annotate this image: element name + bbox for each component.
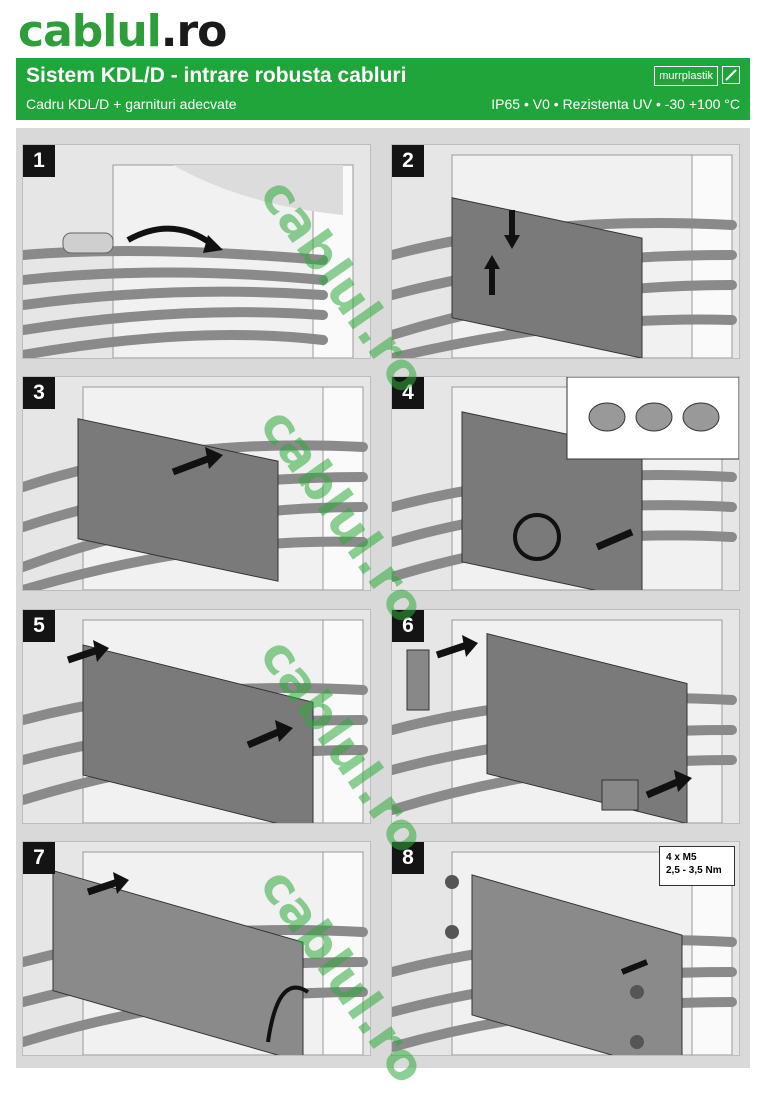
step-panel-1: 1 (22, 144, 371, 359)
screw-spec: 4 x M5 (666, 852, 697, 863)
cable-illustration-icon (23, 164, 354, 358)
logo: cablul.ro (18, 4, 228, 60)
step-panel-6: 6 (391, 609, 740, 824)
torque-note: 4 x M5 2,5 - 3,5 Nm (659, 846, 735, 886)
logo-text-main: cablul (18, 6, 162, 57)
page-subtitle: Cadru KDL/D + garnituri adecvate (26, 96, 237, 112)
step-number: 4 (392, 377, 424, 409)
step-panel-7: 7 (22, 841, 371, 1056)
step-panel-2: 2 (391, 144, 740, 359)
cover-frame-illustration-icon (23, 851, 368, 1055)
step-panel-5: 5 (22, 609, 371, 824)
step-number: 6 (392, 610, 424, 642)
header-banner: Sistem KDL/D - intrare robusta cabluri C… (16, 58, 750, 120)
logo-text-domain: .ro (160, 6, 228, 57)
frame-mount-illustration-icon (23, 386, 368, 590)
brand-logo: murrplastik (654, 66, 718, 86)
brand-mark-icon (722, 66, 740, 84)
step-panel-8: 8 4 x M5 2,5 - 3,5 Nm (391, 841, 740, 1056)
step-number: 7 (23, 842, 55, 874)
step-number: 2 (392, 145, 424, 177)
step-number: 1 (23, 145, 55, 177)
step-number: 3 (23, 377, 55, 409)
frame-insert-illustration-icon (392, 154, 737, 358)
end-piece-illustration-icon (392, 619, 737, 823)
page-title: Sistem KDL/D - intrare robusta cabluri (26, 64, 407, 87)
step-number: 8 (392, 842, 424, 874)
step-panel-4: 4 (391, 376, 740, 591)
step-number: 5 (23, 610, 55, 642)
seal-fill-illustration-icon (23, 619, 368, 823)
step-panel-3: 3 (22, 376, 371, 591)
seal-insert-illustration-icon (392, 377, 739, 590)
instruction-grid: 1 2 (16, 128, 750, 1094)
torque-spec: 2,5 - 3,5 Nm (666, 865, 722, 876)
spec-line: IP65 • V0 • Rezistenta UV • -30 +100 °C (491, 96, 740, 112)
